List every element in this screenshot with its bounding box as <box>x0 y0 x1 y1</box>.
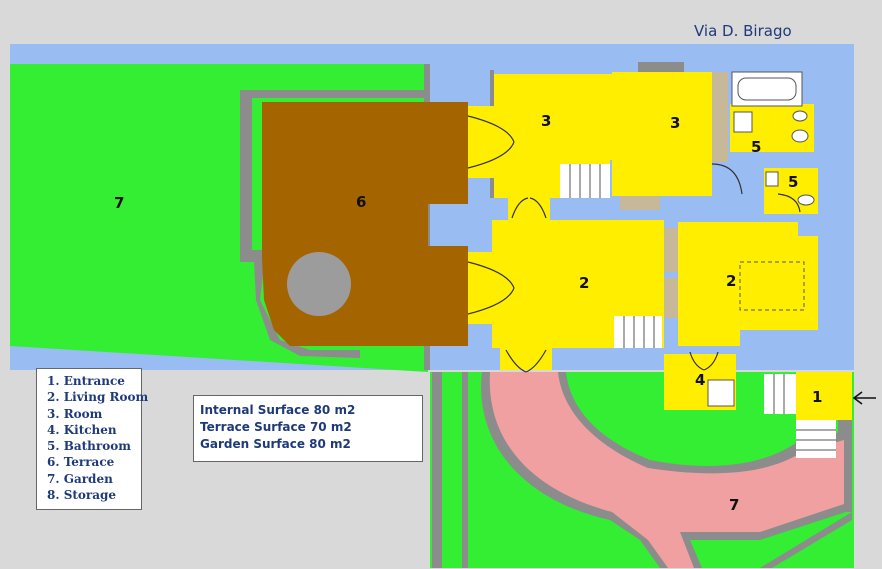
label-room-b: 3 <box>670 114 680 132</box>
bathtub-inner <box>737 77 797 101</box>
door-terrace-living <box>468 252 494 324</box>
door-terrace-room3 <box>468 106 494 178</box>
legend-item: 2. Living Room <box>47 390 149 405</box>
label-entrance: 1 <box>812 388 822 406</box>
door-living-garden <box>500 348 552 370</box>
label-bathroom-a: 5 <box>751 138 761 156</box>
arrow-left-icon <box>852 391 876 405</box>
sink-lower <box>765 171 779 187</box>
bidet-upper <box>792 110 808 122</box>
garden-path <box>489 372 844 568</box>
entrance-stairs-west <box>764 374 796 414</box>
garden-south-corner-wall <box>760 512 852 568</box>
entrance-stair-lines <box>773 374 836 451</box>
legend-box: 1. Entrance 2. Living Room 3. Room 4. Ki… <box>36 368 149 510</box>
living-rug <box>739 261 805 311</box>
storage-top <box>638 62 684 72</box>
kitchen-counter <box>707 379 735 407</box>
door-swing-f <box>711 163 743 195</box>
legend-item: 5. Bathroom <box>47 439 131 454</box>
living-closet-b <box>664 278 678 318</box>
garden-surface: Garden Surface 80 m2 <box>200 437 351 451</box>
label-terrace: 6 <box>356 193 366 211</box>
living-stair-lines <box>623 316 655 348</box>
legend-item: 1. Entrance <box>47 374 125 388</box>
room-3-left-stair-lines <box>569 164 601 198</box>
door-room3-living <box>508 198 550 220</box>
label-living-a: 2 <box>579 274 589 292</box>
living-closet-a <box>664 228 678 272</box>
legend-item: 8. Storage <box>47 488 117 503</box>
room-3-right <box>612 72 712 196</box>
door-swing-b <box>467 261 515 315</box>
garden-south-wall-b <box>462 372 468 568</box>
toilet-upper <box>791 129 809 143</box>
door-swing-g <box>777 193 801 213</box>
surfaces-box: Internal Surface 80 m2 Terrace Surface 7… <box>193 395 423 462</box>
entrance-1 <box>796 372 852 420</box>
internal-surface: Internal Surface 80 m2 <box>200 403 356 417</box>
label-bathroom-b: 5 <box>788 173 798 191</box>
door-swing-a <box>467 115 515 169</box>
door-swing-c <box>511 197 547 219</box>
entrance-stairs-south <box>796 420 836 458</box>
label-room-a: 3 <box>541 112 551 130</box>
terrace-circle <box>287 252 351 316</box>
door-swing-d <box>505 349 547 373</box>
legend-item: 3. Room <box>47 406 103 421</box>
legend-item: 6. Terrace <box>47 455 115 470</box>
label-living-b: 2 <box>726 272 736 290</box>
label-garden-south: 7 <box>729 496 739 514</box>
label-kitchen: 4 <box>695 371 705 389</box>
terrace-surface: Terrace Surface 70 m2 <box>200 420 352 434</box>
legend-item: 7. Garden <box>47 471 113 486</box>
door-swing-e <box>689 351 719 371</box>
living-stairs <box>614 316 662 348</box>
room-3-right-closet <box>712 72 728 162</box>
sink-upper <box>733 111 753 133</box>
street-label: Via D. Birago <box>694 22 792 40</box>
garden-south-wall-a <box>432 372 442 568</box>
living-room-2-right <box>678 222 818 346</box>
room-3-left-stairs <box>560 164 610 198</box>
legend-item: 4. Kitchen <box>47 422 117 437</box>
label-garden-west: 7 <box>114 194 124 212</box>
toilet-lower <box>797 194 815 206</box>
closet-bottom <box>620 196 660 210</box>
